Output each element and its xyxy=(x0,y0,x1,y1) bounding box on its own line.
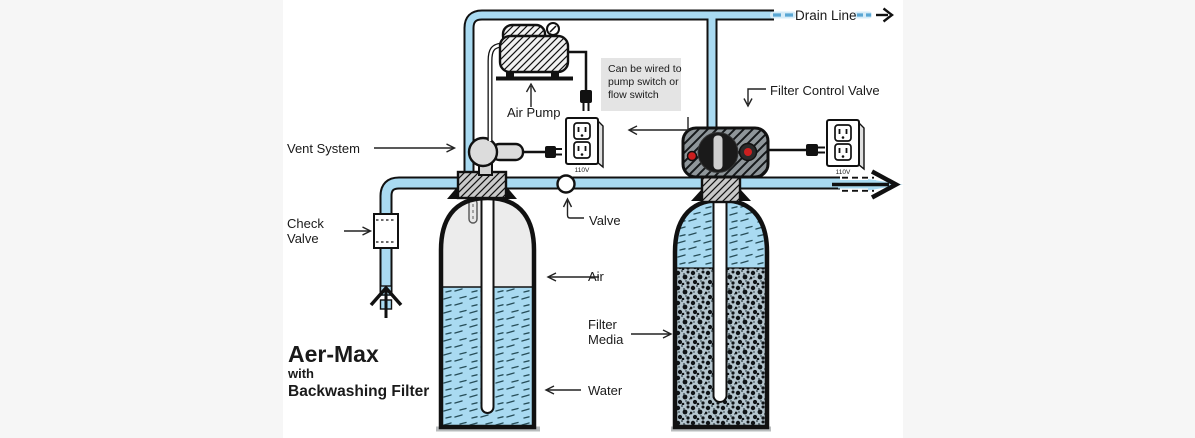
drain-riser-pipe xyxy=(465,11,774,184)
pump-plug-prongs xyxy=(582,103,590,111)
note-box: Can be wired to pump switch or flow swit… xyxy=(601,58,689,136)
water-pointer-head xyxy=(544,385,555,395)
filter-tank xyxy=(672,195,770,430)
outlet-left-voltage: 110V xyxy=(575,167,590,174)
aeration-tank xyxy=(438,169,537,430)
outlet-left-ground-bottom xyxy=(580,153,584,156)
cap-body xyxy=(456,170,508,200)
air-pump xyxy=(487,22,592,141)
vent-ball xyxy=(467,136,499,168)
note-line-2: pump switch or xyxy=(608,76,679,88)
fcv-plug-prongs xyxy=(818,146,825,154)
check-valve xyxy=(373,213,399,249)
outlet-flow-arrow xyxy=(832,169,903,200)
fcv-plug xyxy=(806,144,818,156)
filter-control-valve-label: Filter Control Valve xyxy=(770,83,880,98)
neck-flare-right xyxy=(740,189,751,201)
filter-media-pointer-head xyxy=(662,329,673,339)
valve-pointer xyxy=(566,201,584,219)
drain-line-label: Drain Line xyxy=(795,8,857,23)
check-valve-body xyxy=(373,213,399,249)
fcv-dial-handle xyxy=(713,135,723,170)
filter-control-valve-pointer-head xyxy=(743,98,753,108)
valve-label: Valve xyxy=(589,213,621,228)
cap-flare-left xyxy=(447,186,458,199)
labels: Drain Line Air Pump Vent System Filter C… xyxy=(287,8,880,398)
valve-pointer-head xyxy=(562,197,573,208)
outlet-left: 110V xyxy=(565,117,604,174)
outlet-arrow-head xyxy=(870,169,901,200)
note-line-3: flow switch xyxy=(608,89,659,101)
outlet-right-slots-bottom xyxy=(838,148,848,153)
note-box-background xyxy=(601,58,681,111)
inline-valve xyxy=(556,174,576,194)
air-pointer-head xyxy=(546,272,557,282)
pump-plug xyxy=(580,90,592,103)
aeration-tank-cap xyxy=(447,170,517,200)
brand-title: Aer-Max with Backwashing Filter xyxy=(287,341,429,400)
outlet-right-ground-bottom xyxy=(841,155,845,158)
drain-arrow-head xyxy=(882,7,894,23)
filter-control-valve-pointer xyxy=(747,88,766,104)
outlet-left-ground-top xyxy=(580,134,584,137)
pump-body xyxy=(498,34,570,74)
filter-media-label-1: Filter xyxy=(588,317,618,332)
water-label: Water xyxy=(588,383,623,398)
vent-plug-prongs xyxy=(556,148,562,156)
filter-dip-tube xyxy=(712,195,728,403)
air-pump-pointer-head xyxy=(525,82,537,93)
drain-dash-underlay-left xyxy=(770,11,796,19)
note-arrow-head xyxy=(627,125,638,136)
vent-system-label: Vent System xyxy=(287,141,360,156)
fcv-knob-center xyxy=(744,148,752,156)
inlet-flow xyxy=(369,285,403,318)
pipes xyxy=(379,9,840,296)
vent-system-pointer-head xyxy=(446,143,457,153)
aeration-dip-tube xyxy=(480,169,495,414)
outlet-left-slots-top xyxy=(577,127,587,132)
brand-line-3: Backwashing Filter xyxy=(288,383,429,400)
outlet-left-slots-bottom xyxy=(577,146,587,151)
brand-line-1: Aer-Max xyxy=(288,341,379,367)
outlet-right: 110V xyxy=(826,119,865,176)
vent-system xyxy=(467,136,562,176)
check-valve-label-1: Check xyxy=(287,216,324,231)
vent-plug xyxy=(545,146,556,158)
check-valve-label-2: Valve xyxy=(287,231,319,246)
pump-gauge-needle xyxy=(549,25,557,33)
outlet-right-slots-top xyxy=(838,129,848,134)
filter-control-valve xyxy=(681,126,825,179)
air-pump-label: Air Pump xyxy=(507,105,560,120)
note-arrow xyxy=(630,117,689,131)
fcv-led xyxy=(686,150,698,162)
neck-flare-left xyxy=(691,189,702,201)
main-pipe xyxy=(381,178,840,296)
drain-line-end xyxy=(770,7,894,23)
outlet-right-voltage: 110V xyxy=(836,169,851,176)
brand-line-2: with xyxy=(287,366,314,381)
note-line-1: Can be wired to xyxy=(608,63,682,75)
outlet-pipe-dashed-edges xyxy=(842,176,874,192)
check-valve-pointer-head xyxy=(362,226,373,236)
cap-flare-right xyxy=(506,186,517,199)
inlet-arrow-head xyxy=(369,285,403,307)
check-valve-seals xyxy=(376,219,396,243)
pump-power-cord xyxy=(568,50,588,90)
filter-media-label-2: Media xyxy=(588,332,624,347)
outlet-right-ground-top xyxy=(841,136,845,139)
